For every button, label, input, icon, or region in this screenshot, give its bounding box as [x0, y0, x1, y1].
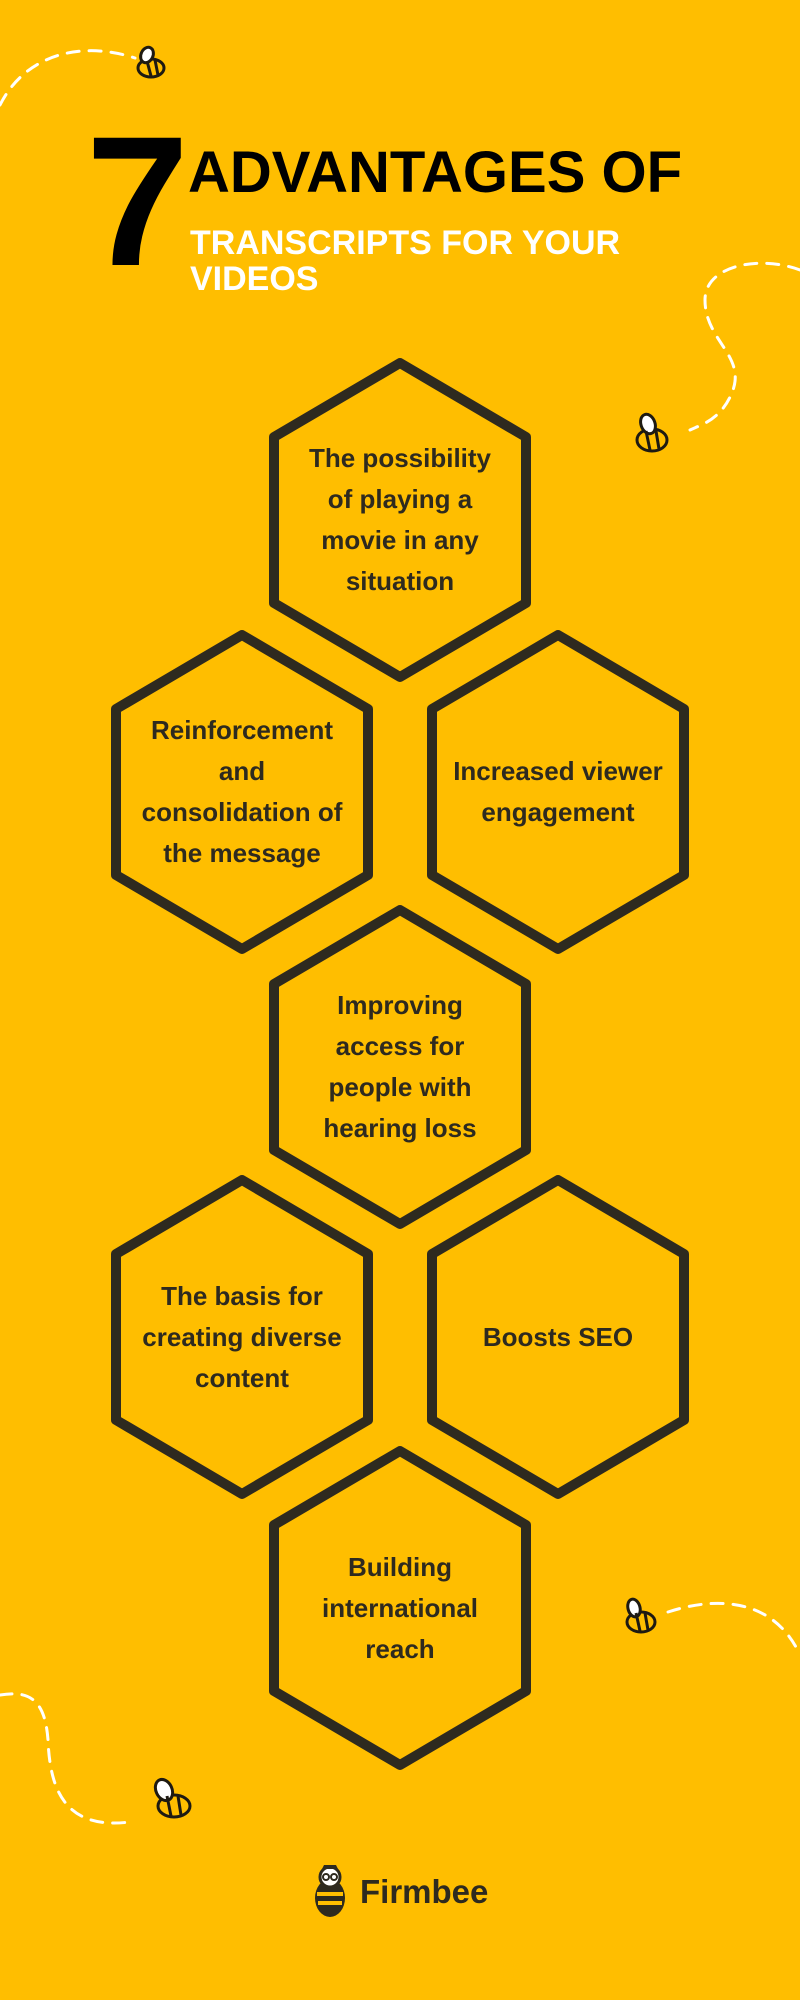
- hexagon-item: The basis for creating diverse content: [100, 1172, 384, 1502]
- hexagon-shape: [269, 905, 531, 1229]
- hexagon-shape: [269, 358, 531, 682]
- hexagon-item: Increased viewer engagement: [416, 627, 700, 957]
- brand-logo: Firmbee: [308, 1862, 488, 1922]
- page-subtitle: TRANSCRIPTS FOR YOUR VIDEOS: [190, 224, 621, 298]
- hexagon-label: Reinforcement and consolidation of the m…: [141, 715, 343, 868]
- hexagon-label: Improving access for people with hearing…: [323, 990, 477, 1143]
- hexagon-item: Improving access for people with hearing…: [258, 902, 542, 1232]
- hexagon-item: Building international reach: [258, 1443, 542, 1773]
- hexagon-shape: [111, 630, 373, 954]
- hexagon-label: The basis for creating diverse content: [142, 1280, 342, 1393]
- bee-logo-icon: [315, 1865, 345, 1917]
- hexagon-item: Boosts SEO: [416, 1172, 700, 1502]
- page-title: ADVANTAGES OF: [188, 140, 683, 205]
- hexagon-label: The possibility of playing a movie in an…: [308, 443, 492, 596]
- title-number: 7: [86, 99, 189, 305]
- hexagon-item: The possibility of playing a movie in an…: [258, 355, 542, 685]
- brand-name: Firmbee: [360, 1873, 489, 1910]
- hexagon-shape: [427, 1175, 689, 1499]
- hexagon-label: Boosts SEO: [482, 1321, 634, 1352]
- hexagon-label: Increased viewer engagement: [453, 756, 663, 827]
- hexagon-shape: [111, 1175, 373, 1499]
- hexagon-item: Reinforcement and consolidation of the m…: [100, 627, 384, 957]
- hexagon-shape: [269, 1446, 531, 1770]
- hexagon-shape: [427, 630, 689, 954]
- hexagon-label: Building international reach: [321, 1551, 478, 1664]
